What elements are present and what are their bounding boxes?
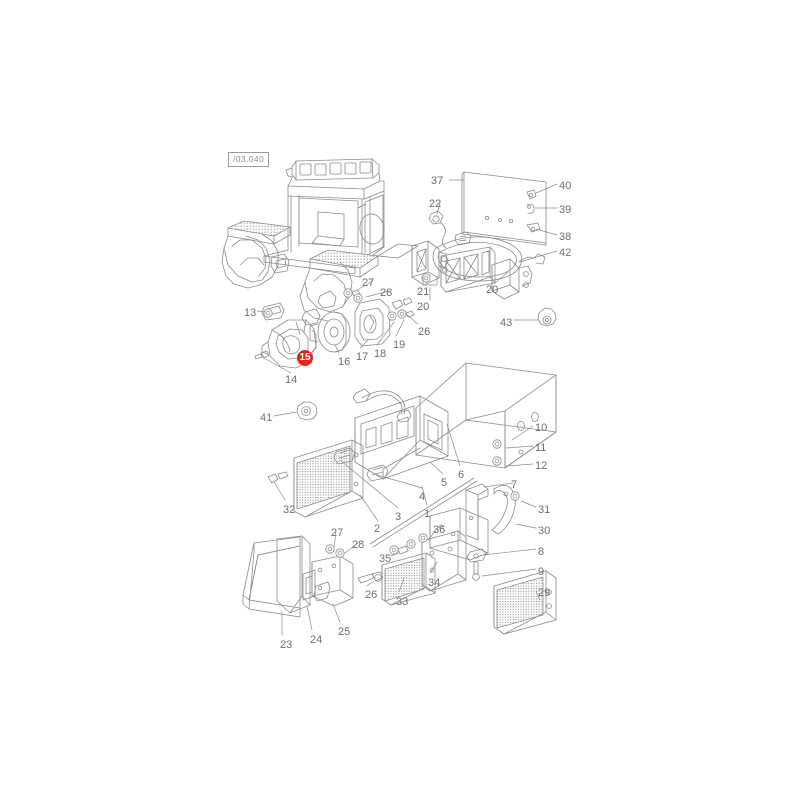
- callout-number-8[interactable]: 8: [538, 546, 545, 558]
- callout-number-3[interactable]: 3: [395, 511, 402, 523]
- console-harness: [352, 388, 412, 423]
- fastener-28-lower: [335, 548, 345, 558]
- callout-number-30[interactable]: 30: [538, 525, 551, 537]
- callout-number-20[interactable]: 20: [417, 301, 430, 313]
- part-43: [537, 307, 557, 327]
- callout-number-37[interactable]: 37: [431, 175, 444, 187]
- callout-number-7[interactable]: 7: [511, 479, 518, 491]
- nut-13: [263, 308, 273, 318]
- callout-number-12[interactable]: 12: [535, 460, 548, 472]
- callout-number-24[interactable]: 24: [310, 634, 323, 646]
- reference-label: /03.040: [228, 152, 270, 167]
- callout-number-42[interactable]: 42: [559, 247, 572, 259]
- callout-number-21[interactable]: 21: [417, 286, 430, 298]
- callout-number-34[interactable]: 34: [428, 577, 441, 589]
- lamp-cluster-center: [440, 246, 496, 293]
- bolt-26-lower: [357, 571, 384, 584]
- leader-rod-1: [369, 477, 478, 548]
- callout-number-28[interactable]: 28: [352, 539, 365, 551]
- connector-block: [454, 231, 472, 246]
- callout-number-22[interactable]: 22: [429, 198, 442, 210]
- callout-number-17[interactable]: 17: [356, 351, 369, 363]
- fastener-35: [389, 545, 409, 555]
- callout-number-25[interactable]: 25: [338, 626, 351, 638]
- part-41: [296, 401, 318, 421]
- fastener-19: [397, 309, 415, 319]
- bracket-7: [465, 483, 489, 541]
- lamp-housing-right: [491, 253, 546, 300]
- callout-number-38[interactable]: 38: [559, 231, 572, 243]
- callout-number-27[interactable]: 27: [331, 527, 344, 539]
- callout-number-16[interactable]: 16: [338, 356, 351, 368]
- mirror-bracket-25: [302, 555, 354, 607]
- plate-34: [421, 530, 467, 592]
- warning-triangle-24: [276, 535, 311, 614]
- warning-triangle-23: [242, 536, 301, 618]
- callout-number-40[interactable]: 40: [559, 180, 572, 192]
- bulb-4: [366, 464, 389, 482]
- callout-number-28[interactable]: 28: [380, 287, 393, 299]
- callout-number-18[interactable]: 18: [374, 348, 387, 360]
- callout-number-2[interactable]: 2: [374, 523, 381, 535]
- callout-number-26[interactable]: 26: [418, 326, 431, 338]
- bolt-9: [472, 561, 480, 581]
- callout-number-19[interactable]: 19: [393, 339, 406, 351]
- connector-22: [428, 210, 447, 249]
- reflector-16: [309, 311, 351, 353]
- grille-lamp-2: [293, 439, 364, 518]
- callout-number-43[interactable]: 43: [500, 317, 513, 329]
- callout-number-6[interactable]: 6: [458, 469, 465, 481]
- callout-number-1[interactable]: 1: [424, 508, 431, 520]
- callout-number-27[interactable]: 27: [362, 277, 375, 289]
- callout-number-36[interactable]: 36: [433, 524, 446, 536]
- reflector-33: [381, 552, 436, 606]
- bulb-3: [333, 447, 356, 465]
- fastener-27-lower: [325, 544, 335, 554]
- callout-number-39[interactable]: 39: [559, 204, 572, 216]
- tractor-cab-illustration: [221, 158, 419, 326]
- callout-number-41[interactable]: 41: [260, 412, 273, 424]
- instrument-console: [354, 395, 449, 480]
- callout-number-13[interactable]: 13: [244, 307, 257, 319]
- callout-number-29[interactable]: 29: [538, 587, 551, 599]
- plate-8: [429, 507, 489, 563]
- callout-number-20[interactable]: 20: [486, 284, 499, 296]
- screw-26-upper: [391, 297, 413, 310]
- callout-number-23[interactable]: 23: [280, 639, 293, 651]
- fastener-18: [387, 311, 397, 321]
- bracket-38: [526, 222, 541, 233]
- callout-number-10[interactable]: 10: [535, 422, 548, 434]
- highlighted-callout-15[interactable]: 15: [297, 350, 313, 366]
- callout-number-14[interactable]: 14: [285, 374, 298, 386]
- leader-lines: [256, 179, 558, 636]
- wiring-harness-42: [432, 236, 523, 282]
- fastener-28-upper: [353, 293, 363, 303]
- callout-number-11[interactable]: 11: [535, 442, 547, 454]
- housing-17: [354, 298, 391, 347]
- bracket-40: [526, 189, 537, 200]
- windscreen-panel-group: [461, 171, 547, 246]
- lamp-housing-left: [411, 240, 449, 286]
- bracket-30: [491, 484, 516, 535]
- nut-31: [510, 491, 520, 501]
- clip-39: [526, 204, 535, 214]
- callout-number-4[interactable]: 4: [419, 491, 426, 503]
- callout-number-33[interactable]: 33: [396, 596, 409, 608]
- callout-number-26[interactable]: 26: [365, 589, 378, 601]
- console-cover-box: [415, 362, 557, 469]
- callout-number-31[interactable]: 31: [538, 504, 551, 516]
- callout-number-35[interactable]: 35: [379, 553, 392, 565]
- fastener-11: [492, 439, 502, 449]
- callout-number-32[interactable]: 32: [283, 504, 296, 516]
- reflector-29: [493, 570, 557, 635]
- fastener-12: [492, 456, 502, 466]
- callout-number-9[interactable]: 9: [538, 566, 545, 578]
- screw-32: [267, 471, 289, 484]
- fastener-36: [406, 533, 428, 549]
- callout-number-5[interactable]: 5: [441, 477, 448, 489]
